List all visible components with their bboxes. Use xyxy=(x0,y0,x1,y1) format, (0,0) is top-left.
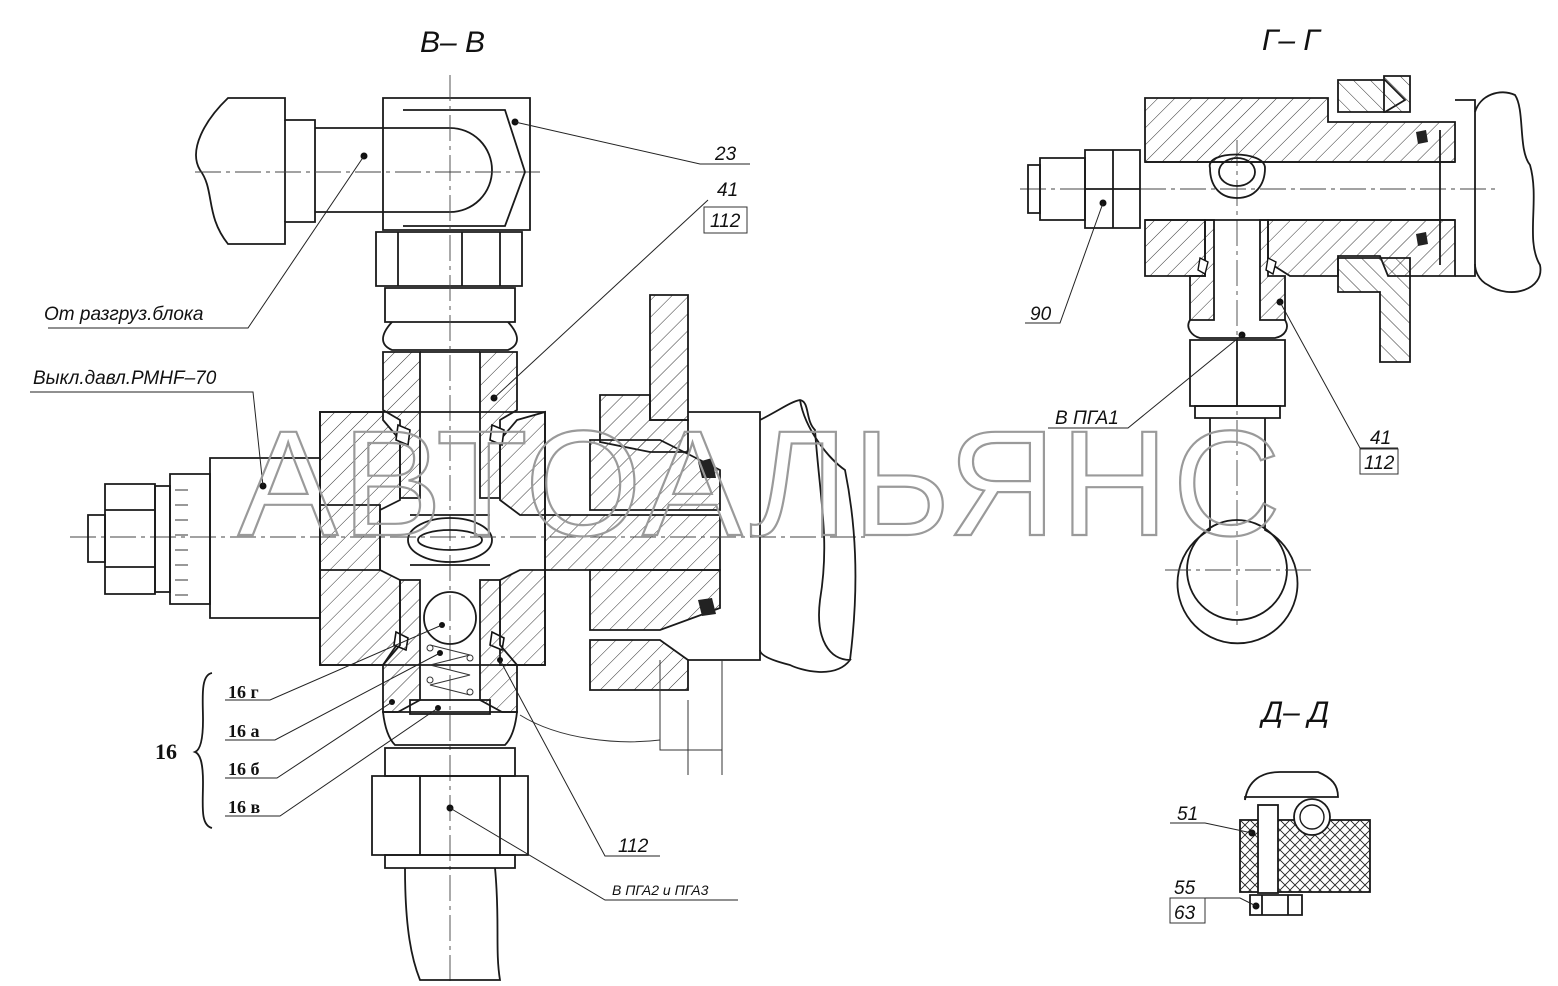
label-16a: 16 а xyxy=(228,721,260,741)
label-90: 90 xyxy=(1030,304,1052,325)
label-to-pga2-pga3: В ПГА2 и ПГА3 xyxy=(612,882,709,898)
label-112-top: 112 xyxy=(710,211,741,232)
label-41-right: 41 xyxy=(1370,428,1391,449)
watermark: АВТОАЛЬЯНС xyxy=(238,399,1285,567)
label-41-top: 41 xyxy=(717,180,738,201)
label-23: 23 xyxy=(714,144,737,165)
label-pressure-switch: Выкл.давл.РМНF–70 xyxy=(33,368,217,389)
section-title-bb: В– В xyxy=(420,26,485,59)
label-51: 51 xyxy=(1177,804,1198,825)
section-bb xyxy=(30,75,870,985)
section-title-dd: Д– Д xyxy=(1259,696,1329,729)
label-63: 63 xyxy=(1174,903,1196,924)
section-gg xyxy=(1020,75,1542,645)
section-title-gg: Г– Г xyxy=(1262,24,1322,57)
label-16: 16 xyxy=(155,739,177,764)
label-16v: 16 в xyxy=(228,797,261,817)
label-16b: 16 б xyxy=(228,759,260,779)
label-16g: 16 г xyxy=(228,682,259,702)
label-55: 55 xyxy=(1174,878,1196,899)
label-112-right: 112 xyxy=(1364,453,1395,474)
label-from-unload-block: От разгруз.блока xyxy=(44,304,203,325)
label-to-pga1: В ПГА1 xyxy=(1055,408,1119,429)
label-112-bottom: 112 xyxy=(618,836,649,857)
section-dd xyxy=(1169,771,1371,924)
